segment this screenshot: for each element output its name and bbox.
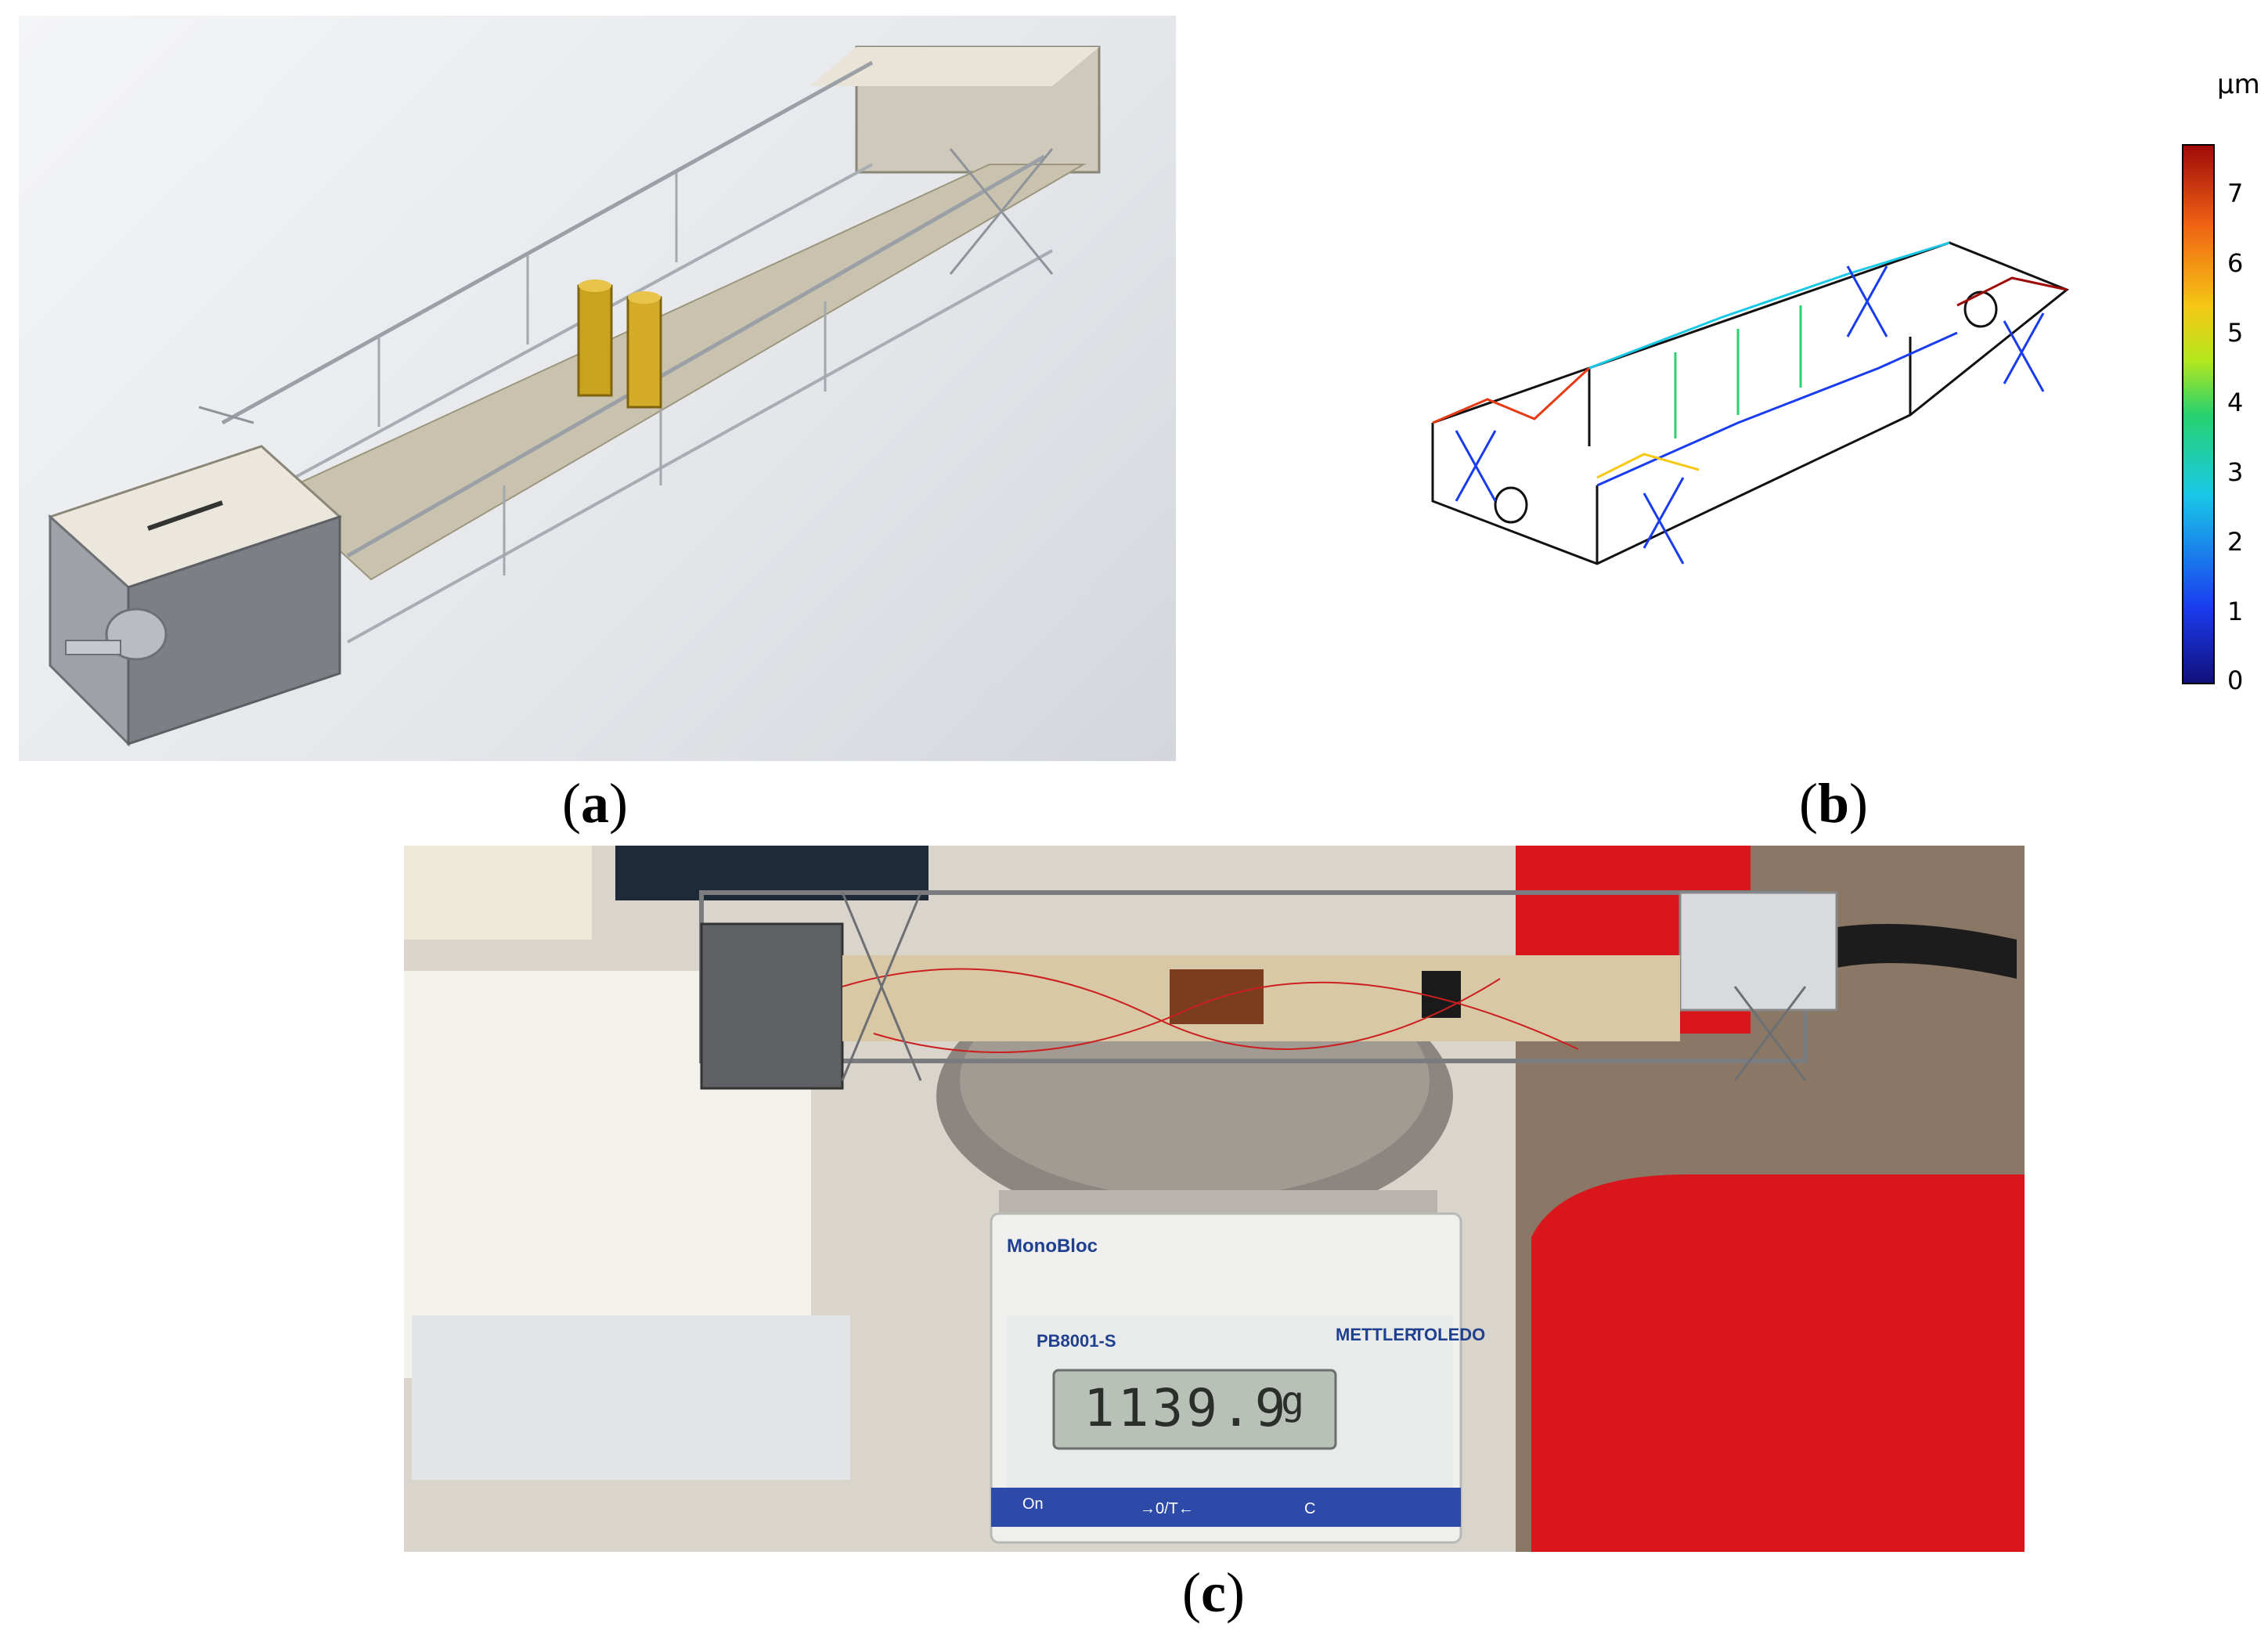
scale-key-tare: →0/T← bbox=[1140, 1500, 1194, 1517]
colorbar-tick: 1 bbox=[2227, 597, 2244, 626]
colorbar bbox=[2182, 144, 2215, 684]
panel-c-photo: MonoBloc PB8001-S METTLER TOLEDO 1139.9 … bbox=[404, 846, 2025, 1552]
scale-key-c: C bbox=[1304, 1500, 1316, 1517]
cad-frame-illustration bbox=[48, 45, 1101, 747]
panel-b-fea-plot bbox=[1409, 219, 2114, 595]
scale-maker-left: METTLER bbox=[1336, 1325, 1417, 1344]
caption-c: (c) bbox=[1182, 1561, 1245, 1624]
caption-b-letter: b bbox=[1817, 772, 1850, 835]
scale-key-on: On bbox=[1022, 1495, 1044, 1513]
scale-model: PB8001-S bbox=[1037, 1331, 1116, 1351]
colorbar-tick: 7 bbox=[2227, 179, 2244, 208]
colorbar-tick: 2 bbox=[2227, 527, 2244, 557]
colorbar-unit: µm bbox=[2217, 69, 2260, 100]
fea-frame-wireframe bbox=[1431, 241, 2069, 565]
scale-brand-monobloc: MonoBloc bbox=[1007, 1236, 1098, 1257]
caption-c-letter: c bbox=[1201, 1561, 1226, 1624]
caption-a: (a) bbox=[562, 772, 628, 835]
colorbar-tick: 3 bbox=[2227, 457, 2244, 487]
colorbar-tick: 0 bbox=[2227, 666, 2244, 695]
caption-b: (b) bbox=[1798, 772, 1868, 835]
panel-a-cad-render bbox=[19, 16, 1176, 761]
scale-display-unit: g bbox=[1281, 1378, 1308, 1423]
colorbar-tick: 4 bbox=[2227, 388, 2244, 417]
colorbar-tick: 5 bbox=[2227, 318, 2244, 348]
scale-maker-right: TOLEDO bbox=[1414, 1325, 1486, 1344]
photo-scene bbox=[404, 846, 2025, 1552]
caption-a-letter: a bbox=[581, 772, 609, 835]
colorbar-tick: 6 bbox=[2227, 248, 2244, 278]
scale-display-reading: 1139.9 bbox=[1084, 1378, 1289, 1438]
